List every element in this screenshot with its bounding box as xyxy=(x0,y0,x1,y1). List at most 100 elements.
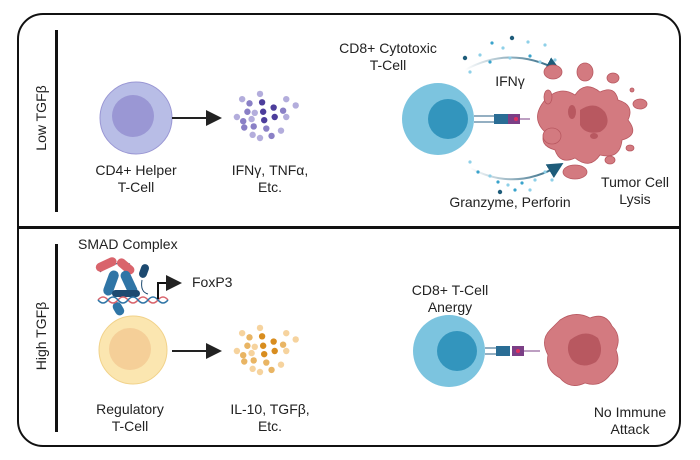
cytokine-dot xyxy=(468,70,472,74)
diagram-frame xyxy=(17,13,681,447)
regulatory-t-cell-icon xyxy=(98,315,168,385)
cytokine-dot xyxy=(553,58,557,62)
cytokine-dot xyxy=(271,347,278,355)
cytokine-dot xyxy=(268,366,275,374)
label-line: T-Cell xyxy=(117,179,155,195)
cytokine-dot xyxy=(550,178,554,182)
cd8-anergic-cell-icon xyxy=(413,315,485,387)
cytokine-dot xyxy=(506,183,510,187)
cytokine-dot xyxy=(241,124,248,131)
cytokine-dot xyxy=(263,359,270,366)
cytokine-dot xyxy=(244,108,251,115)
cytokine-dot xyxy=(258,333,266,340)
cytokine-dot xyxy=(283,329,290,337)
granzyme-dots-icon xyxy=(468,160,554,195)
label-line: Attack xyxy=(610,421,650,437)
label-line: CD8+ Cytotoxic xyxy=(339,40,437,56)
treg-cytokines-label: IL-10, TGFβ, Etc. xyxy=(210,401,330,435)
cytokine-dot xyxy=(256,368,264,376)
label-line: No Immune xyxy=(593,404,667,420)
cytokine-dot xyxy=(277,361,285,368)
foxp3-promoter-arrow-icon xyxy=(157,275,182,299)
cytokine-dot xyxy=(271,113,278,121)
cytokine-dot xyxy=(496,180,500,184)
cytokine-dot xyxy=(283,95,290,103)
cytokine-dot xyxy=(233,113,241,121)
cd8-cytotoxic-cell-icon xyxy=(402,83,474,155)
cytokine-dot xyxy=(256,324,264,332)
label-line: Etc. xyxy=(257,418,283,434)
cytokine-dot xyxy=(279,107,287,114)
ifng-arc-arrow-icon xyxy=(464,56,562,72)
smad-complex-icon xyxy=(95,257,182,316)
cytokine-dot xyxy=(256,90,264,98)
label-line: Etc. xyxy=(257,179,283,195)
cytokine-dot xyxy=(251,343,258,350)
label-line: CD8+ T-Cell xyxy=(411,282,489,298)
cytokine-dot xyxy=(250,357,257,364)
row-bar-high xyxy=(55,244,58,432)
cytokine-dot xyxy=(488,174,492,178)
cytokine-dot xyxy=(508,56,512,60)
ifng-dots-icon xyxy=(462,35,557,74)
cytokine-dot xyxy=(261,350,268,358)
cytokine-dot xyxy=(513,188,517,192)
tcr-mhc-synapse-icon xyxy=(485,346,540,356)
cytokine-dot xyxy=(270,338,277,345)
granzyme-perforin-label: Granzyme, Perforin xyxy=(449,194,571,210)
cytokine-dot xyxy=(250,123,257,130)
cytokine-dot xyxy=(462,55,468,61)
cytokine-dot xyxy=(520,181,524,185)
cytokine-dot xyxy=(270,104,277,111)
cd4-helper-cell-icon xyxy=(99,81,173,155)
cytokine-dot xyxy=(249,131,256,139)
cytokine-dot xyxy=(497,189,503,195)
cytokine-dot xyxy=(256,134,264,142)
regulatory-t-cell-label: Regulatory T-Cell xyxy=(80,401,180,435)
label-line: IFNγ, TNFα, xyxy=(231,162,309,178)
row-divider xyxy=(17,226,681,229)
label-line: Regulatory xyxy=(96,401,164,417)
cytokine-dot xyxy=(241,358,248,365)
cytokine-dot xyxy=(468,160,472,164)
cytokine-dot xyxy=(277,127,285,134)
foxp3-label: FoxP3 xyxy=(192,274,233,290)
cytokine-dot xyxy=(248,349,255,357)
cytokine-dot xyxy=(543,43,547,47)
label-line: Anergy xyxy=(427,299,473,315)
label-line: IL-10, TGFβ, xyxy=(230,401,310,417)
cytokine-dot xyxy=(533,178,537,182)
cytokine-dot xyxy=(244,342,251,349)
cytokine-dot xyxy=(233,347,241,355)
cytokine-dot xyxy=(258,99,266,106)
label-line: Lysis xyxy=(619,191,651,207)
cytokine-dot xyxy=(509,35,515,41)
cytokine-dot xyxy=(246,334,253,341)
cytokine-dot xyxy=(246,100,253,107)
no-immune-attack-label: No Immune Attack xyxy=(585,404,675,438)
label-line: Tumor Cell xyxy=(601,174,669,190)
cytokine-dot xyxy=(501,46,505,50)
cytokine-dot xyxy=(543,170,547,174)
helper-cytokines-label: IFNγ, TNFα, Etc. xyxy=(220,162,320,196)
lysed-tumor-cell-icon xyxy=(537,62,648,180)
cd8-anergy-label: CD8+ T-Cell Anergy xyxy=(400,282,500,316)
cd8-cytotoxic-label: CD8+ Cytotoxic T-Cell xyxy=(328,40,448,74)
row-bar-low xyxy=(55,30,58,212)
cytokine-dot xyxy=(478,53,482,57)
cytokine-dot xyxy=(263,125,270,132)
cytokine-dot xyxy=(240,118,247,125)
cytokine-dot xyxy=(238,95,246,103)
cytokine-dot xyxy=(292,102,299,109)
cytokine-dot xyxy=(283,347,290,355)
cytokine-dot xyxy=(240,352,247,359)
tumor-lysis-label: Tumor Cell Lysis xyxy=(590,174,680,208)
smad-complex-label: SMAD Complex xyxy=(78,236,178,252)
cytokine-dot xyxy=(238,329,246,337)
cytokine-dot xyxy=(261,116,268,124)
label-line: T-Cell xyxy=(369,57,407,73)
tcr-mhc-synapse-icon xyxy=(474,114,530,124)
label-line: CD4+ Helper xyxy=(95,162,177,178)
label-line: T-Cell xyxy=(111,418,149,434)
